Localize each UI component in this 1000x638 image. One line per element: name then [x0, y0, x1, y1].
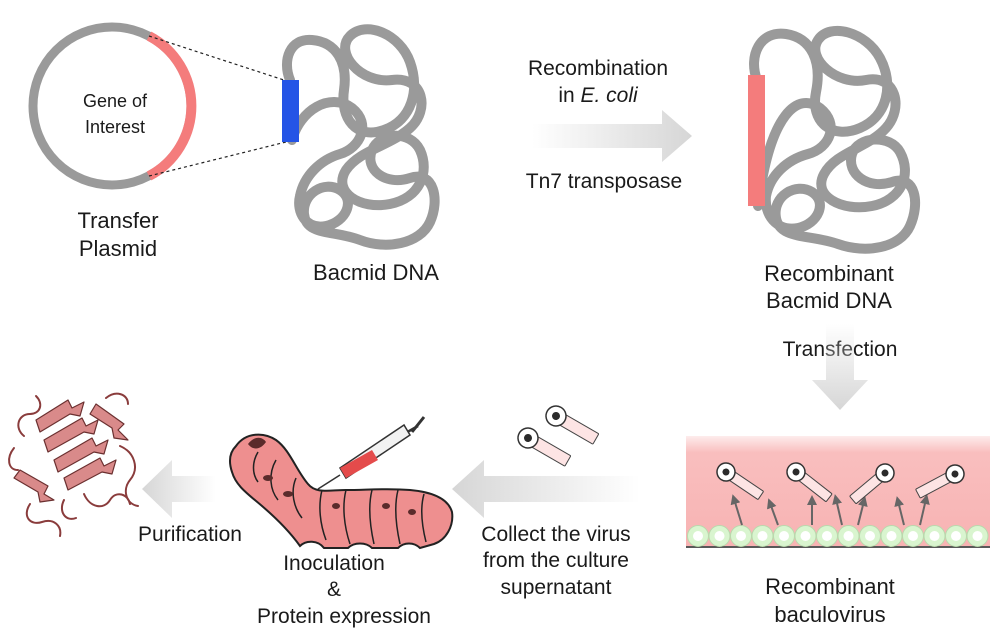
virus-particle	[915, 464, 965, 499]
transfer-plasmid-label-2: Plasmid	[79, 236, 157, 261]
collect-arrow	[452, 460, 640, 518]
purification-label: Purification	[138, 523, 242, 546]
insect-cell-nucleus	[951, 531, 961, 541]
purified-protein	[8, 392, 139, 537]
release-arrow	[730, 494, 743, 526]
insect-cell-nucleus	[757, 531, 768, 541]
recombination-label-1: Recombination	[528, 57, 668, 80]
collected-virus-particle	[517, 427, 571, 467]
gene-of-interest-label-2: Interest	[85, 117, 145, 137]
insect-cell-nucleus	[972, 531, 983, 541]
transfer-plasmid: Gene of Interest Transfer Plasmid	[28, 22, 197, 261]
recombination-label-2: in E. coli	[558, 84, 639, 107]
bacmid-dna: Bacmid DNA	[282, 24, 440, 285]
collect-virus-step: Collect the virus from the culture super…	[452, 405, 640, 599]
insect-cell-nucleus	[822, 531, 832, 541]
insect-cell-nucleus	[865, 531, 875, 541]
inoculation-label-2: &	[327, 578, 341, 601]
insert-connector-top	[148, 35, 291, 83]
recombinant-baculovirus-label-2: baculovirus	[774, 602, 885, 627]
release-arrow	[919, 494, 930, 526]
virus-particle	[716, 462, 764, 500]
bacmid-dna-coil	[282, 24, 440, 250]
insect-cell-nucleus	[886, 531, 897, 541]
bacmid-dna-label: Bacmid DNA	[313, 260, 439, 285]
insect-cell-nucleus	[779, 531, 789, 541]
inoculation-label-1: Inoculation	[283, 552, 385, 575]
insect-cell-nucleus	[908, 531, 918, 541]
insect-cell-nucleus	[843, 531, 854, 541]
collect-label-2: from the culture	[483, 549, 629, 572]
bacmid-insertion-site	[282, 80, 299, 142]
recombinant-bacmid-coil	[749, 26, 921, 254]
recombination-step: Recombination in E. coli Tn7 transposase	[526, 57, 692, 193]
collected-virus-particle	[545, 405, 599, 445]
gene-of-interest-segment	[146, 31, 197, 181]
insert-connector-bottom	[148, 140, 291, 177]
recombinant-gene-insert	[748, 75, 765, 206]
virus-particle	[786, 462, 833, 502]
insect-cell-nucleus	[736, 531, 746, 541]
insect-cell-nucleus	[800, 531, 811, 541]
recombination-organism: E. coli	[581, 84, 640, 107]
recombinant-baculovirus-label-1: Recombinant	[765, 574, 895, 599]
silkworm-head	[248, 437, 266, 449]
silkworm-body	[228, 433, 454, 550]
cell-culture: Recombinant baculovirus	[686, 436, 990, 627]
insect-cell-nucleus	[714, 531, 725, 541]
virus-particle	[849, 463, 895, 504]
protein-beta-strands	[13, 399, 129, 503]
gene-of-interest-label-1: Gene of	[83, 91, 148, 111]
purification-step: Purification	[138, 460, 242, 546]
transfer-plasmid-label-1: Transfer	[77, 208, 158, 233]
transfection-arrow	[812, 324, 868, 410]
collect-label-3: supernatant	[501, 576, 612, 599]
purification-arrow	[142, 460, 216, 518]
virus-particles	[716, 462, 965, 504]
transfection-step: Transfection	[783, 324, 897, 410]
insect-cell-nucleus	[929, 531, 940, 541]
silkworm-markings	[263, 475, 416, 515]
recombinant-bacmid-label-1: Recombinant	[764, 261, 894, 286]
collect-label-1: Collect the virus	[481, 523, 630, 546]
silkworm	[228, 433, 454, 550]
recombinant-bacmid: Recombinant Bacmid DNA	[748, 26, 921, 313]
recombination-label-prefix: in	[558, 84, 580, 107]
release-arrow	[894, 496, 905, 526]
release-arrows	[730, 494, 930, 526]
release-arrow	[832, 494, 843, 526]
syringe	[317, 416, 426, 490]
recombination-arrow	[532, 110, 692, 162]
syringe-virus-fluid	[340, 450, 378, 478]
syringe-needle	[317, 474, 341, 490]
tn7-transposase-label: Tn7 transposase	[526, 170, 682, 193]
release-arrow	[767, 498, 779, 526]
silkworm-segments	[252, 451, 427, 545]
culture-medium	[686, 436, 990, 546]
silkworm-inoculation: Inoculation & Protein expression	[228, 416, 454, 628]
recombinant-bacmid-label-2: Bacmid DNA	[766, 288, 892, 313]
insect-cell-nucleus	[693, 531, 703, 541]
protein-loops	[8, 392, 139, 537]
release-arrow	[857, 496, 868, 526]
inoculation-label-3: Protein expression	[257, 605, 431, 628]
insect-cells	[687, 525, 989, 547]
